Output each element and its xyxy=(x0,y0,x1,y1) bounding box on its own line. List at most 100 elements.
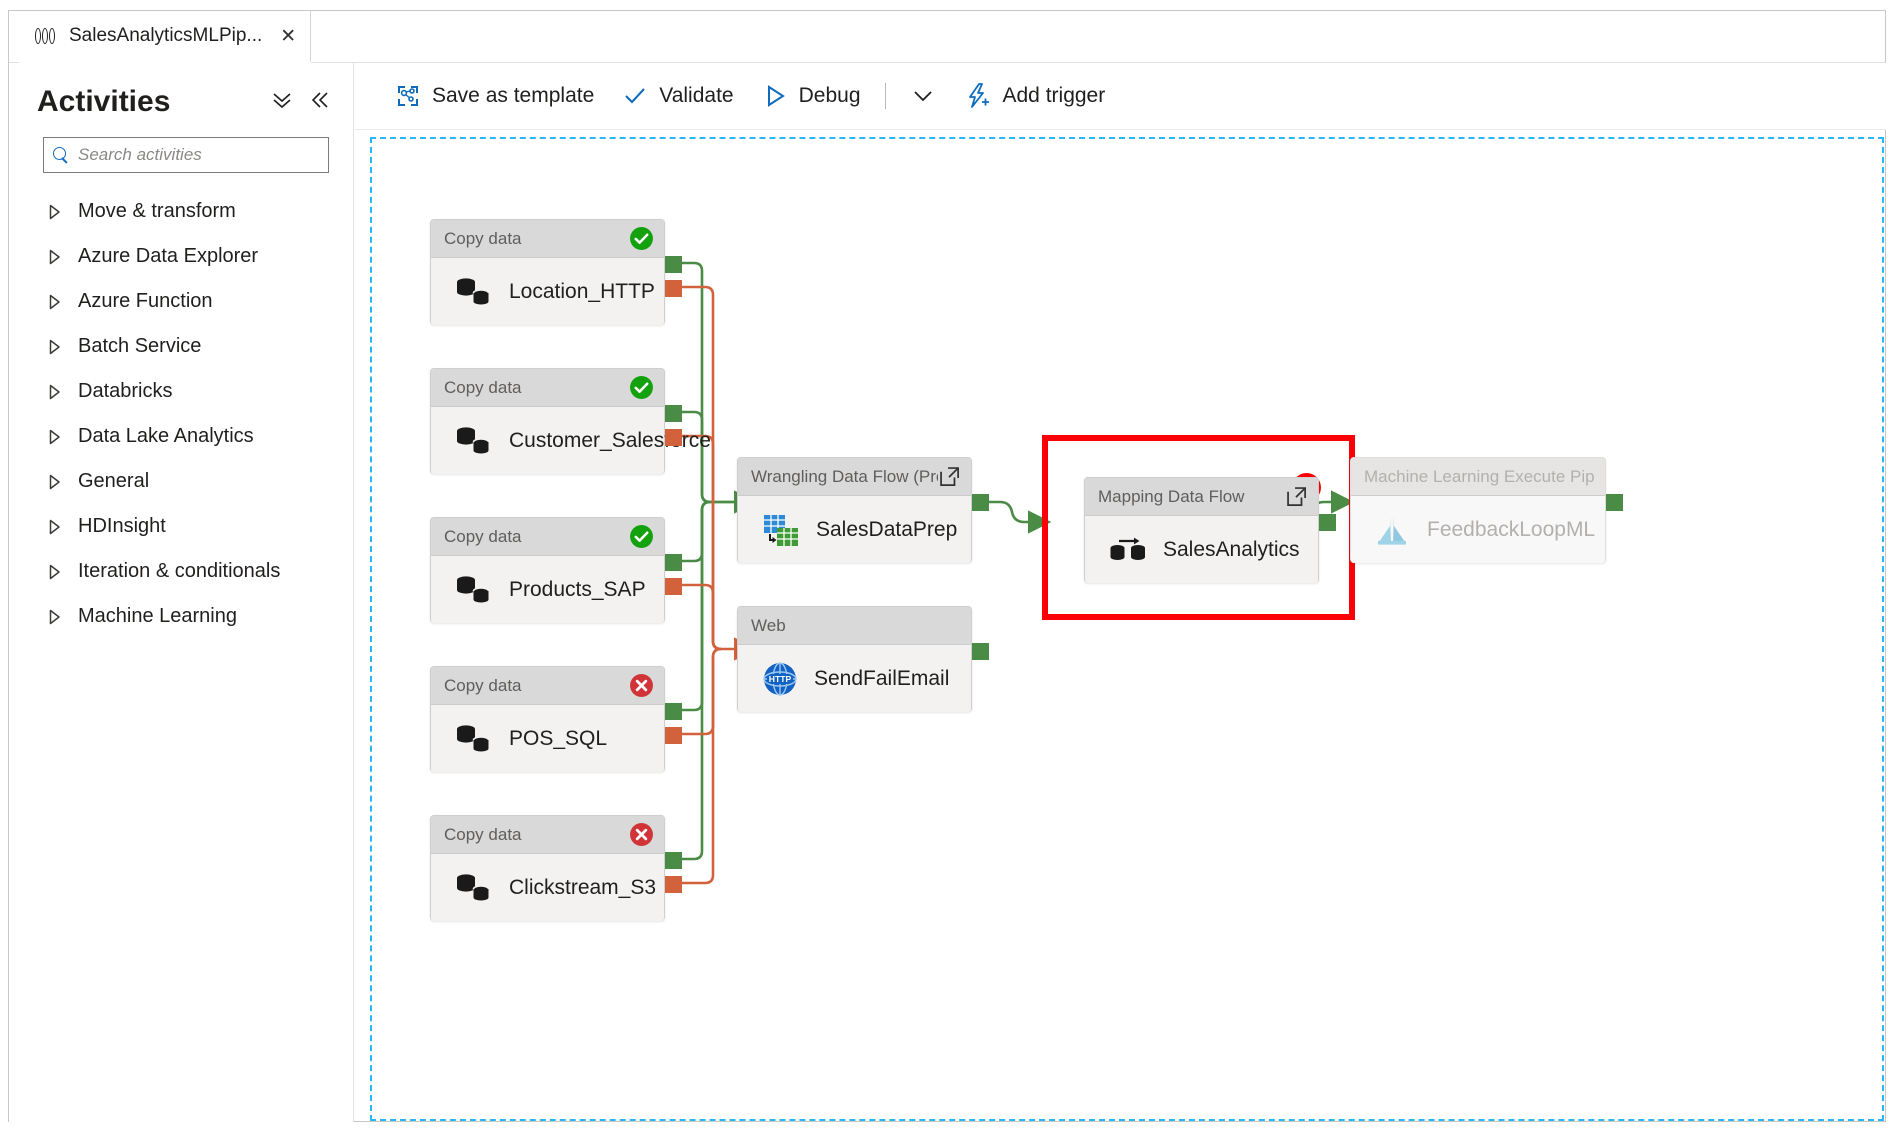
collapse-all-icon[interactable] xyxy=(271,90,293,114)
activity-category-azure-function[interactable]: Azure Function xyxy=(9,279,353,324)
success-edges xyxy=(675,261,1355,861)
expand-caret-icon[interactable] xyxy=(49,429,61,445)
node-name-label: Products_SAP xyxy=(509,577,646,601)
pipeline-toolbar: Save as template Validate Debug xyxy=(355,63,1886,130)
validate-button[interactable]: Validate xyxy=(608,73,747,119)
double-chevron-left-icon xyxy=(311,92,328,108)
status-succeeded-icon xyxy=(630,525,653,548)
expand-caret-icon[interactable] xyxy=(49,474,61,490)
node-header: Copy data xyxy=(431,518,664,556)
activity-category-move-transform[interactable]: Move & transform xyxy=(9,189,353,234)
pipeline-edges xyxy=(675,261,1355,885)
copy-data-icon xyxy=(457,277,490,304)
output-port-success[interactable] xyxy=(665,554,682,571)
web-http-icon: HTTP xyxy=(763,661,797,696)
node-header: Wrangling Data Flow (Preview xyxy=(738,458,971,496)
activity-category-databricks[interactable]: Databricks xyxy=(9,369,353,414)
output-port-failure[interactable] xyxy=(665,876,682,893)
node-body: Customer_Salesforce xyxy=(431,407,711,474)
activity-node-sendfailemail[interactable]: Web HTTP SendFailEmail xyxy=(737,606,989,712)
output-port-failure[interactable] xyxy=(665,280,682,297)
activity-category-machine-learning[interactable]: Machine Learning xyxy=(9,594,353,639)
activity-node-products-sap[interactable]: Copy data Products_SAP xyxy=(430,517,682,623)
copy-data-icon xyxy=(457,873,490,900)
activity-category-iteration-conditionals[interactable]: Iteration & conditionals xyxy=(9,549,353,594)
node-name-label: Customer_Salesforce xyxy=(509,428,711,452)
pipeline-canvas[interactable]: Copy data Location_HTTP xyxy=(370,137,1884,1121)
node-type-label: Copy data xyxy=(444,824,522,844)
open-in-new-window-icon[interactable] xyxy=(1285,485,1308,508)
node-type-label: Copy data xyxy=(444,377,522,397)
activity-node-pos-sql[interactable]: Copy data POS_SQL xyxy=(430,666,682,772)
activity-category-azure-data-explorer[interactable]: Azure Data Explorer xyxy=(9,234,353,279)
output-port-success[interactable] xyxy=(665,703,682,720)
node-type-label: Web xyxy=(751,615,786,635)
activity-category-label: Data Lake Analytics xyxy=(78,425,254,447)
output-port-success[interactable] xyxy=(1319,514,1336,531)
activity-category-data-lake-analytics[interactable]: Data Lake Analytics xyxy=(9,414,353,459)
collapse-panel-icon[interactable] xyxy=(309,90,331,114)
node-body: POS_SQL xyxy=(431,705,664,772)
node-body: SalesAnalytics xyxy=(1085,516,1318,583)
activity-category-label: Machine Learning xyxy=(78,605,237,627)
activity-category-batch-service[interactable]: Batch Service xyxy=(9,324,353,369)
expand-caret-icon[interactable] xyxy=(49,519,61,535)
node-body: Location_HTTP xyxy=(431,258,664,325)
expand-caret-icon[interactable] xyxy=(49,564,61,580)
activity-category-label: General xyxy=(78,470,150,492)
activity-node-salesdataprep[interactable]: Wrangling Data Flow (Preview SalesDataPr… xyxy=(737,457,989,563)
expand-caret-icon[interactable] xyxy=(49,609,61,625)
activity-category-general[interactable]: General xyxy=(9,459,353,504)
open-in-new-window-icon[interactable] xyxy=(938,465,961,488)
activity-category-hdinsight[interactable]: HDInsight xyxy=(9,504,353,549)
activity-node-salesanalytics[interactable]: Mapping Data Flow Sal xyxy=(1084,477,1336,583)
copy-data-icon xyxy=(457,724,490,751)
activities-header: Activities xyxy=(9,63,353,119)
wrangling-data-flow-icon xyxy=(764,514,798,546)
node-header: Machine Learning Execute Pipeline xyxy=(1351,458,1605,496)
expand-caret-icon[interactable] xyxy=(49,294,61,310)
machine-learning-icon xyxy=(1378,515,1406,545)
tab-salesanalyticsmlpipeline[interactable]: SalesAnalyticsMLPip... ✕ xyxy=(19,11,312,63)
expand-caret-icon[interactable] xyxy=(49,339,61,355)
save-as-template-button[interactable]: Save as template xyxy=(381,73,608,119)
add-trigger-button[interactable]: Add trigger xyxy=(950,73,1120,119)
output-port-failure[interactable] xyxy=(665,578,682,595)
status-succeeded-icon xyxy=(630,227,653,250)
node-type-label: Copy data xyxy=(444,228,522,248)
lightning-bolt-icon xyxy=(968,83,989,108)
search-activities-box[interactable] xyxy=(43,137,329,173)
output-port-failure[interactable] xyxy=(665,429,682,446)
node-type-label: Mapping Data Flow xyxy=(1098,486,1245,506)
failure-edges xyxy=(675,285,758,885)
output-port-success[interactable] xyxy=(972,643,989,660)
expand-caret-icon[interactable] xyxy=(49,204,61,220)
output-port-success[interactable] xyxy=(665,405,682,422)
node-type-label: Wrangling Data Flow (Preview xyxy=(751,466,938,486)
close-icon[interactable]: ✕ xyxy=(280,25,297,47)
output-port-success[interactable] xyxy=(665,852,682,869)
save-as-template-label: Save as template xyxy=(432,84,595,107)
debug-button[interactable]: Debug xyxy=(748,73,875,119)
status-failed-icon xyxy=(630,674,653,697)
debug-dropdown-button[interactable] xyxy=(896,73,950,119)
validate-label: Validate xyxy=(659,84,734,107)
output-port-success[interactable] xyxy=(972,494,989,511)
search-input[interactable] xyxy=(78,145,319,165)
node-name-label: SendFailEmail xyxy=(814,666,950,690)
activity-node-clickstream-s3[interactable]: Copy data Clickstream_S3 xyxy=(430,815,682,921)
node-name-label: POS_SQL xyxy=(509,726,608,750)
output-port-success[interactable] xyxy=(665,256,682,273)
output-port-failure[interactable] xyxy=(665,727,682,744)
activity-node-feedbackloopml[interactable]: Machine Learning Execute Pipeline Feedba… xyxy=(1350,457,1623,563)
node-type-label: Machine Learning Execute Pipeline xyxy=(1364,466,1595,486)
expand-caret-icon[interactable] xyxy=(49,384,61,400)
node-header: Copy data xyxy=(431,667,664,705)
output-port-success[interactable] xyxy=(1606,494,1623,511)
copy-data-icon xyxy=(457,575,490,602)
activity-node-customer-salesforce[interactable]: Copy data Customer_Salesforce xyxy=(430,368,711,474)
activity-node-location-http[interactable]: Copy data Location_HTTP xyxy=(430,219,682,325)
toolbar-divider xyxy=(884,83,886,109)
expand-caret-icon[interactable] xyxy=(49,249,61,265)
